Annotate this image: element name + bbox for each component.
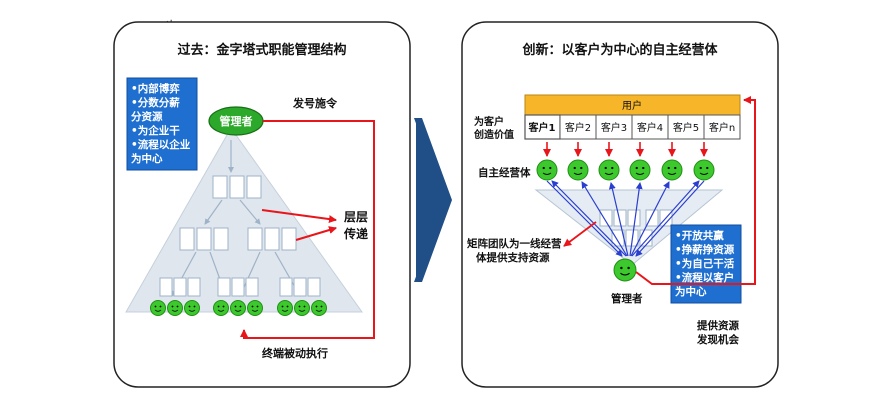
matrix-arrow: [563, 221, 597, 247]
left-info-line-2: •分数分薪: [131, 96, 180, 109]
pyramid-level-2-right-boxes: [247, 227, 297, 251]
right-info-line-5: 为中心: [675, 285, 707, 298]
customer-label-2: 客户2: [565, 121, 591, 134]
relay-label-line-2: 传递: [343, 226, 368, 241]
right-info-line-1: •开放共赢: [675, 229, 724, 242]
left-info-line-6: 为中心: [131, 152, 163, 165]
customer-to-unit-arrows: [543, 142, 708, 157]
left-info-line-5: •流程以企业: [131, 138, 191, 151]
customer-cell: [667, 114, 705, 140]
matrix-label-line-1: 矩阵团队为一线经营: [467, 237, 562, 250]
left-info-box: [126, 77, 198, 171]
matrix-label-line-2: 体提供支持资源: [476, 251, 550, 264]
resource-label-line-1: 提供资源: [697, 319, 739, 332]
customer-label-5: 客户5: [673, 121, 699, 134]
relay-arrow-upper: [261, 209, 337, 224]
customer-cell: [595, 114, 633, 140]
customer-label-n: 客户n: [709, 121, 735, 134]
right-info-line-4: •流程以客户: [675, 271, 734, 284]
right-info-box-lines: •开放共赢 •挣薪挣资源 •为自己干活 •流程以客户 为中心: [675, 229, 735, 298]
right-manager-face: [613, 258, 637, 282]
right-info-line-3: •为自己干活: [675, 257, 735, 270]
customer-label-4: 客户4: [637, 121, 663, 134]
right-panel-title: 创新：以客户为中心的自主经营体: [521, 42, 718, 58]
pyramid-level-1-boxes: [212, 175, 262, 199]
self-org-unit-faces: [536, 159, 715, 181]
left-manager-label: 管理者: [220, 114, 253, 128]
left-info-line-4: •为企业干: [131, 124, 180, 137]
left-info-line-1: •内部博弈: [131, 82, 180, 95]
customer-row: 客户1 客户2 客户3 客户4 客户5 客户n: [524, 114, 741, 140]
left-info-box-lines: •内部博弈 •分数分薪 分资源 •为企业干 •流程以企业 为中心: [131, 82, 191, 165]
execute-label: 终端被动执行: [262, 346, 328, 360]
left-panel-title: 过去：金字塔式职能管理结构: [177, 42, 346, 58]
resource-feedback-arrow: [635, 96, 756, 285]
value-label-line-2: 创造价值: [473, 128, 514, 141]
customer-label-3: 客户3: [601, 121, 627, 134]
right-manager-label: 管理者: [611, 292, 643, 305]
bottom-employee-faces: [150, 300, 327, 316]
value-label-line-1: 为客户: [474, 115, 504, 128]
right-info-box: [670, 224, 742, 304]
command-path-arrow: [240, 120, 375, 339]
right-panel: 创新：以客户为中心的自主经营体 用户 客户1 客户2 客户3 客户4 客户5 客…: [461, 21, 779, 388]
command-label: 发号施令: [292, 96, 338, 110]
pyramid-level-2-left-boxes: [179, 227, 229, 251]
relay-arrow-lower: [295, 226, 337, 241]
transition-arrow: [416, 120, 448, 280]
users-label: 用户: [622, 99, 642, 112]
customer-cell: [703, 114, 741, 140]
left-info-line-3: 分资源: [131, 110, 163, 123]
right-info-line-2: •挣薪挣资源: [675, 243, 735, 256]
self-org-label: 自主经营体: [478, 166, 531, 179]
pyramid-level-3-boxes: [159, 277, 321, 297]
relay-label-line-1: 层层: [344, 210, 368, 224]
customer-label-1: 客户1: [528, 121, 556, 134]
support-arrows: [546, 180, 705, 257]
resource-label-line-2: 发现机会: [696, 333, 739, 346]
left-panel: 过去：金字塔式职能管理结构: [113, 21, 411, 388]
